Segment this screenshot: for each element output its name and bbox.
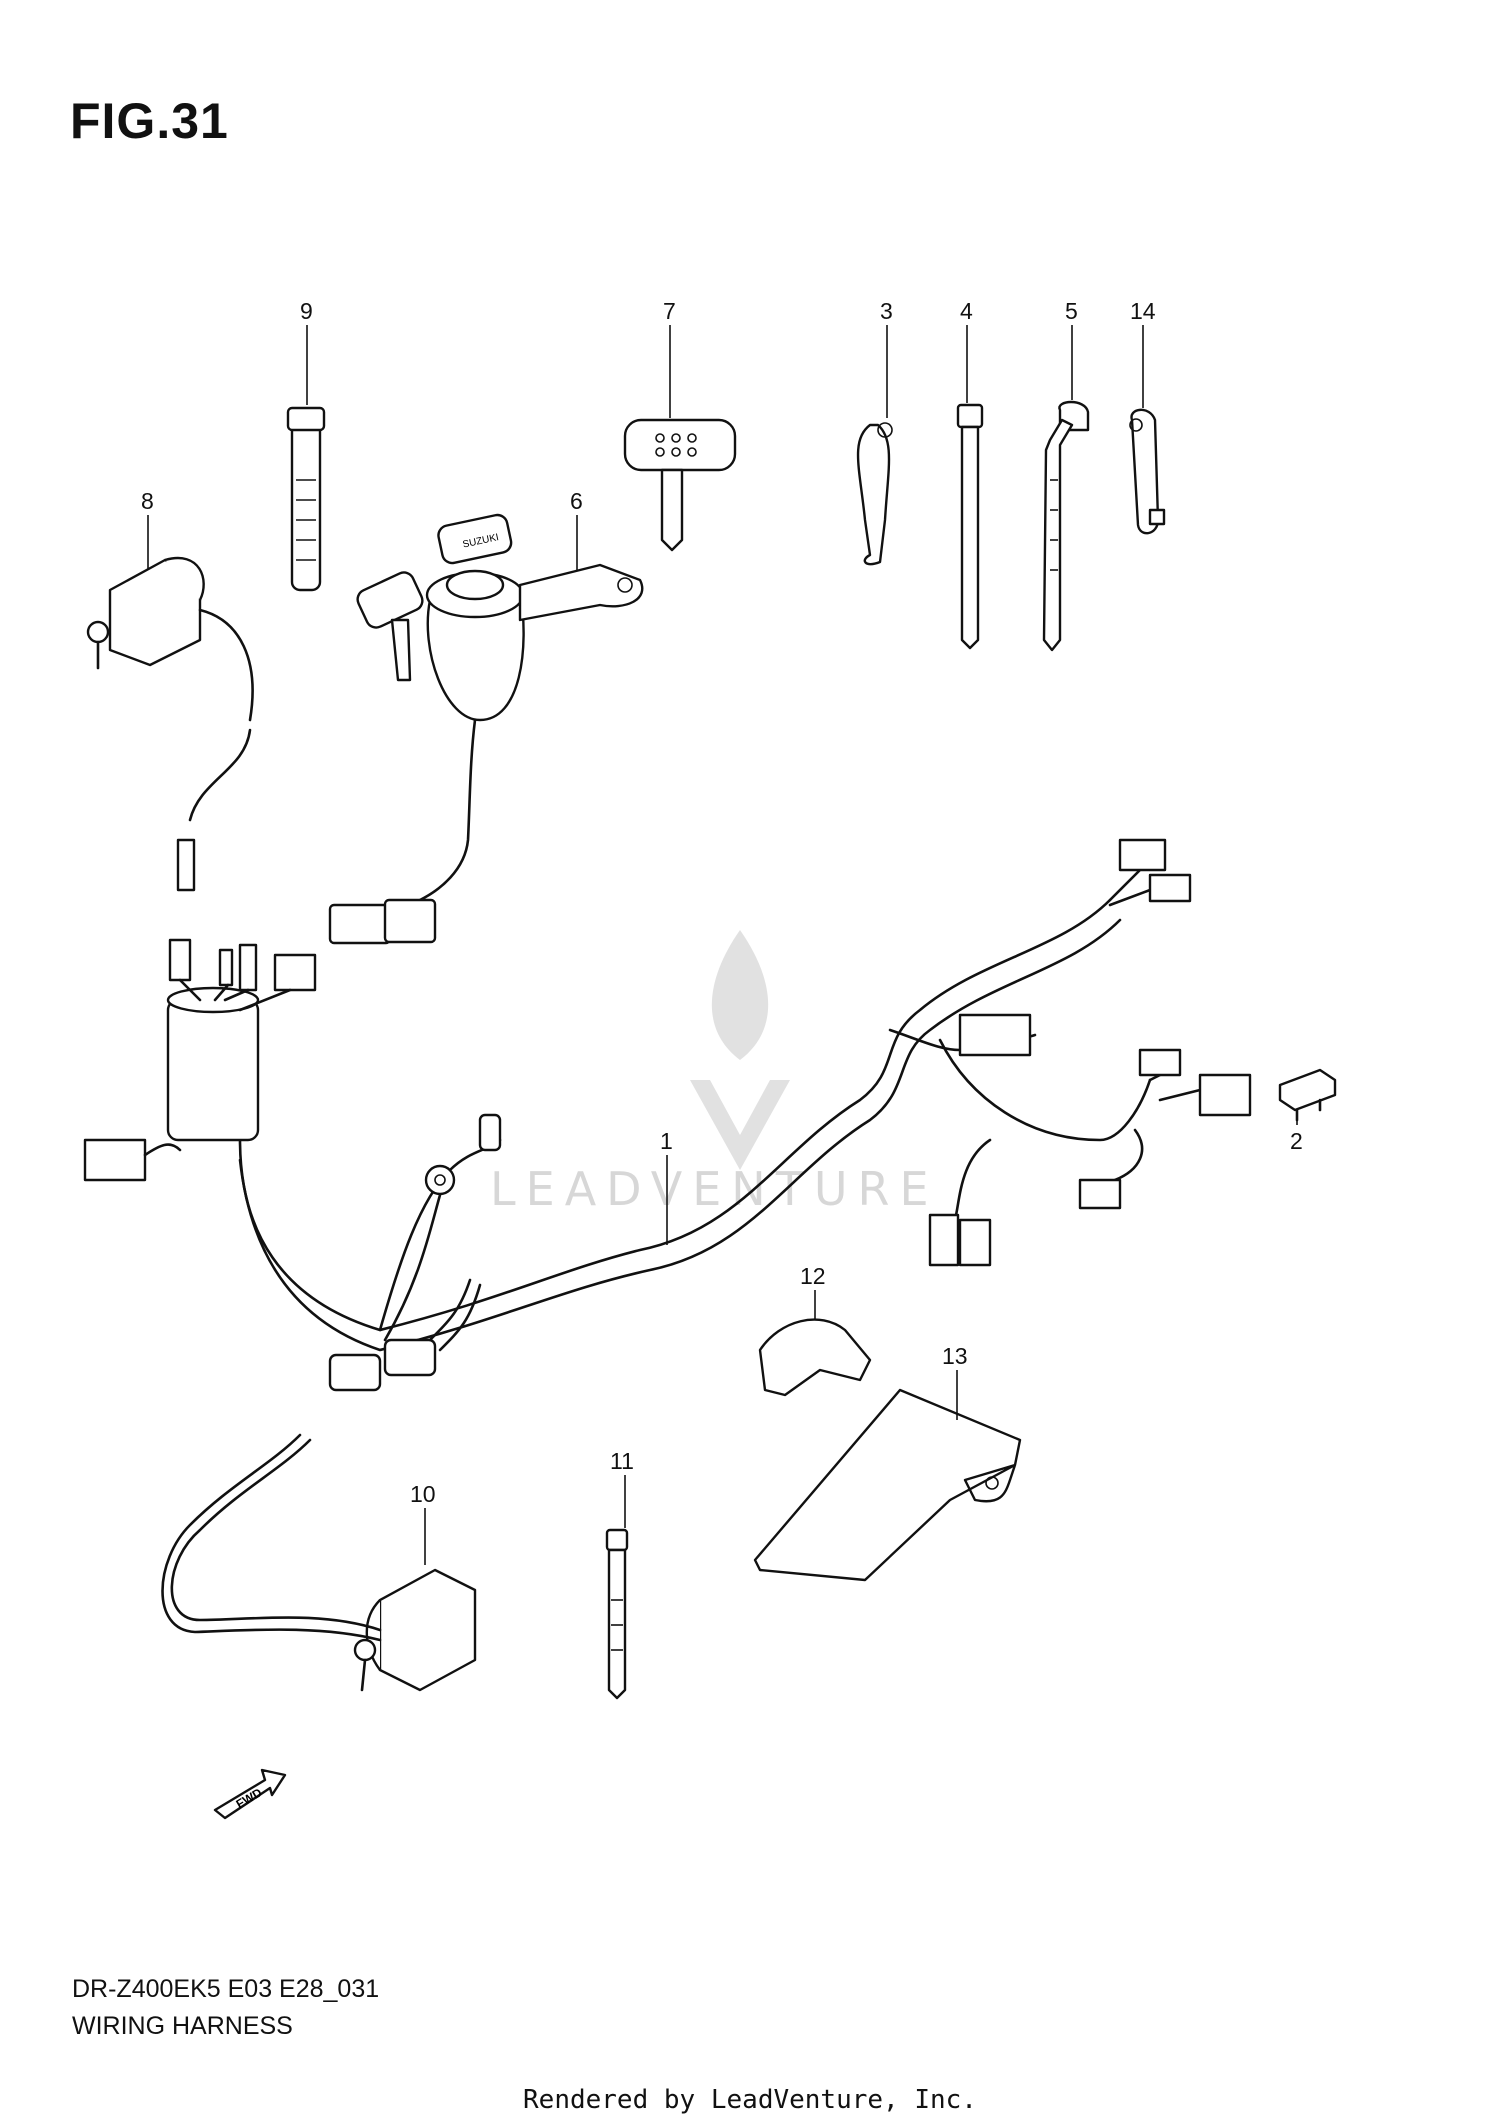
diagram-code: DR-Z400EK5 E03 E28_031 [72,1975,380,2003]
part-13-bracket [753,1388,1022,1582]
callout-7: 7 [663,298,676,324]
part-12-cover [758,1318,872,1397]
part-6-ignition-switch: SUZUKI [328,513,644,945]
callout-leader-lines [147,325,1298,1565]
part-3-clip [856,422,893,566]
part-8-switch [86,556,254,892]
callout-4: 4 [960,298,973,324]
watermark-text: LEADVENTURE [490,1162,939,1216]
rendered-by-footer: Rendered by LeadVenture, Inc. [523,2085,977,2115]
callout-10: 10 [410,1481,436,1507]
leadventure-watermark-logo: LEADVENTURE [490,930,939,1216]
callout-8: 8 [141,488,154,514]
part-5-cable-tie [1042,400,1090,652]
part-1-main-harness [83,838,1252,1392]
callout-12: 12 [800,1263,826,1289]
part-14-clip [1129,408,1166,535]
callout-6: 6 [570,488,583,514]
diagram-subtitle: WIRING HARNESS [72,2012,293,2040]
callout-1: 1 [660,1128,673,1154]
callout-3: 3 [880,298,893,324]
callout-5: 5 [1065,298,1078,324]
part-10-switch [161,1433,477,1692]
part-11-cable-tie [605,1528,629,1700]
callout-13: 13 [942,1343,968,1369]
figure-title: FIG.31 [70,93,229,149]
callout-9: 9 [300,298,313,324]
callout-14: 14 [1130,298,1156,324]
fwd-direction-arrow: FWD [213,1768,287,1820]
part-2-fuse [1278,1068,1337,1122]
part-7-key-blank [623,418,737,552]
callout-11: 11 [610,1448,634,1474]
part-9-cable-tie [286,406,326,592]
callout-2: 2 [1290,1128,1303,1154]
part-4-cable-tie [956,403,984,650]
